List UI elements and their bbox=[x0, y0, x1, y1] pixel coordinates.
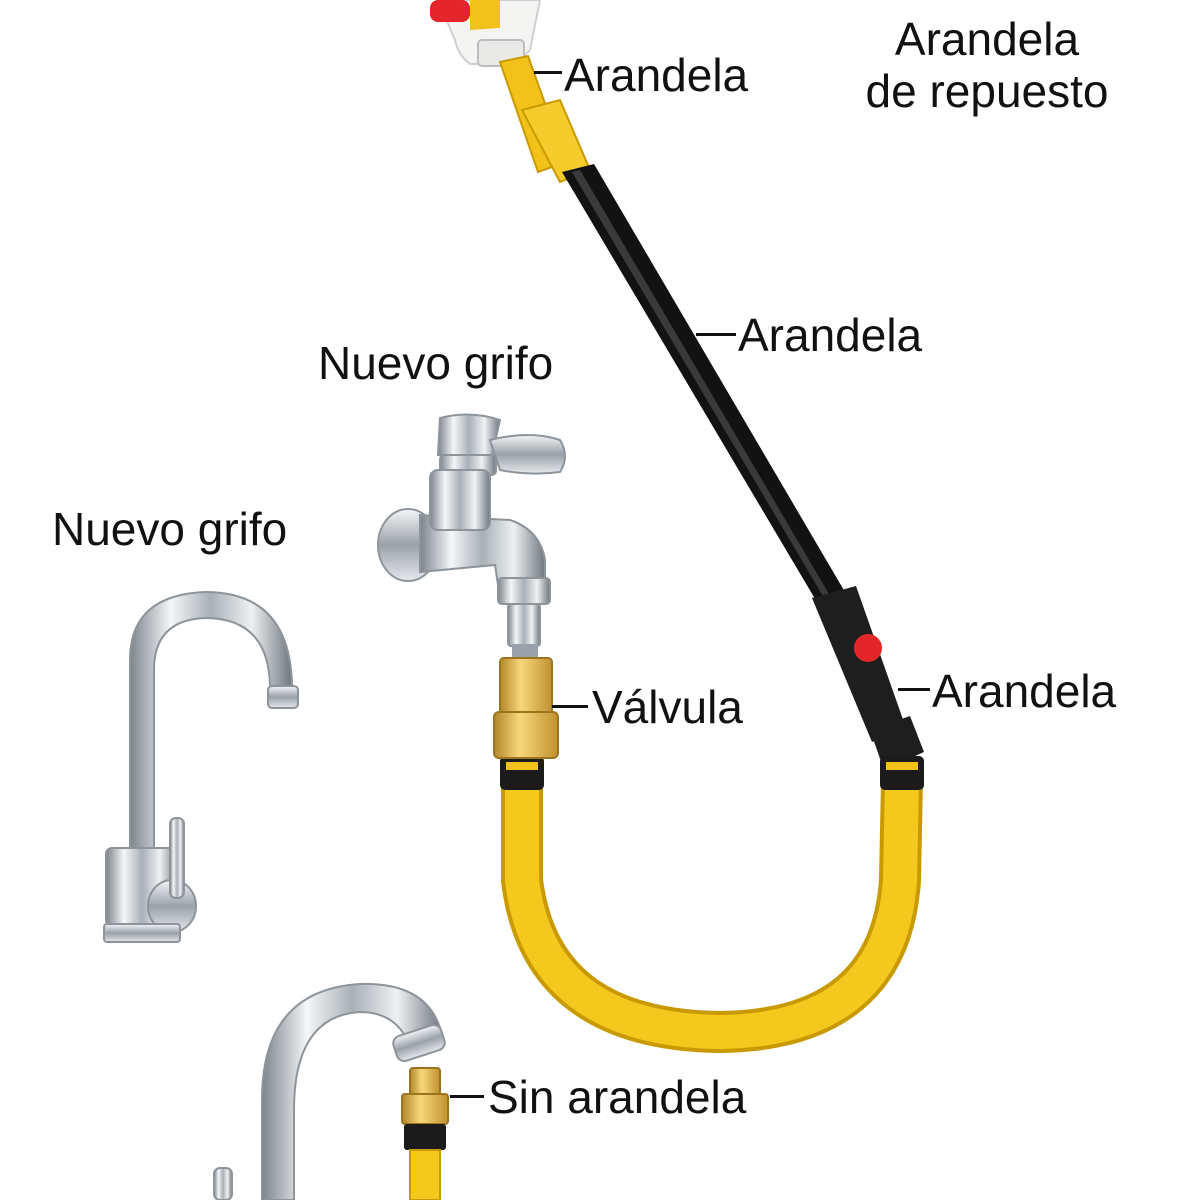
wall-faucet-icon bbox=[377, 413, 566, 647]
valve-label: Válvula bbox=[592, 681, 743, 733]
washer-middle-label: Arandela bbox=[738, 309, 923, 361]
yellow-hose-icon bbox=[500, 756, 924, 1054]
leader-line-washer-middle bbox=[696, 333, 736, 336]
spray-gun-icon bbox=[430, 0, 542, 67]
leader-line-no-washer bbox=[450, 1095, 484, 1098]
new-faucet-wall-label: Nuevo grifo bbox=[318, 337, 554, 389]
washer-lower-label: Arandela bbox=[932, 665, 1117, 717]
gooseneck-faucet-icon bbox=[213, 982, 449, 1200]
leader-line-valve bbox=[552, 705, 588, 708]
kitchen-faucet-icon bbox=[103, 590, 299, 943]
wand-icon bbox=[498, 54, 924, 770]
no-washer-label: Sin arandela bbox=[488, 1071, 747, 1123]
leader-line-washer-lower bbox=[898, 688, 930, 691]
washer-top-label: Arandela bbox=[564, 49, 749, 101]
brass-valve-icon bbox=[493, 644, 559, 759]
spare-washer-label-line1: Arandela bbox=[894, 13, 1080, 65]
leader-line-washer-top bbox=[534, 71, 562, 74]
new-faucet-kitchen-label: Nuevo grifo bbox=[52, 503, 288, 555]
spare-washer-label: Arandela de repuesto bbox=[832, 13, 1142, 117]
spare-washer-label-line2: de repuesto bbox=[865, 64, 1109, 117]
